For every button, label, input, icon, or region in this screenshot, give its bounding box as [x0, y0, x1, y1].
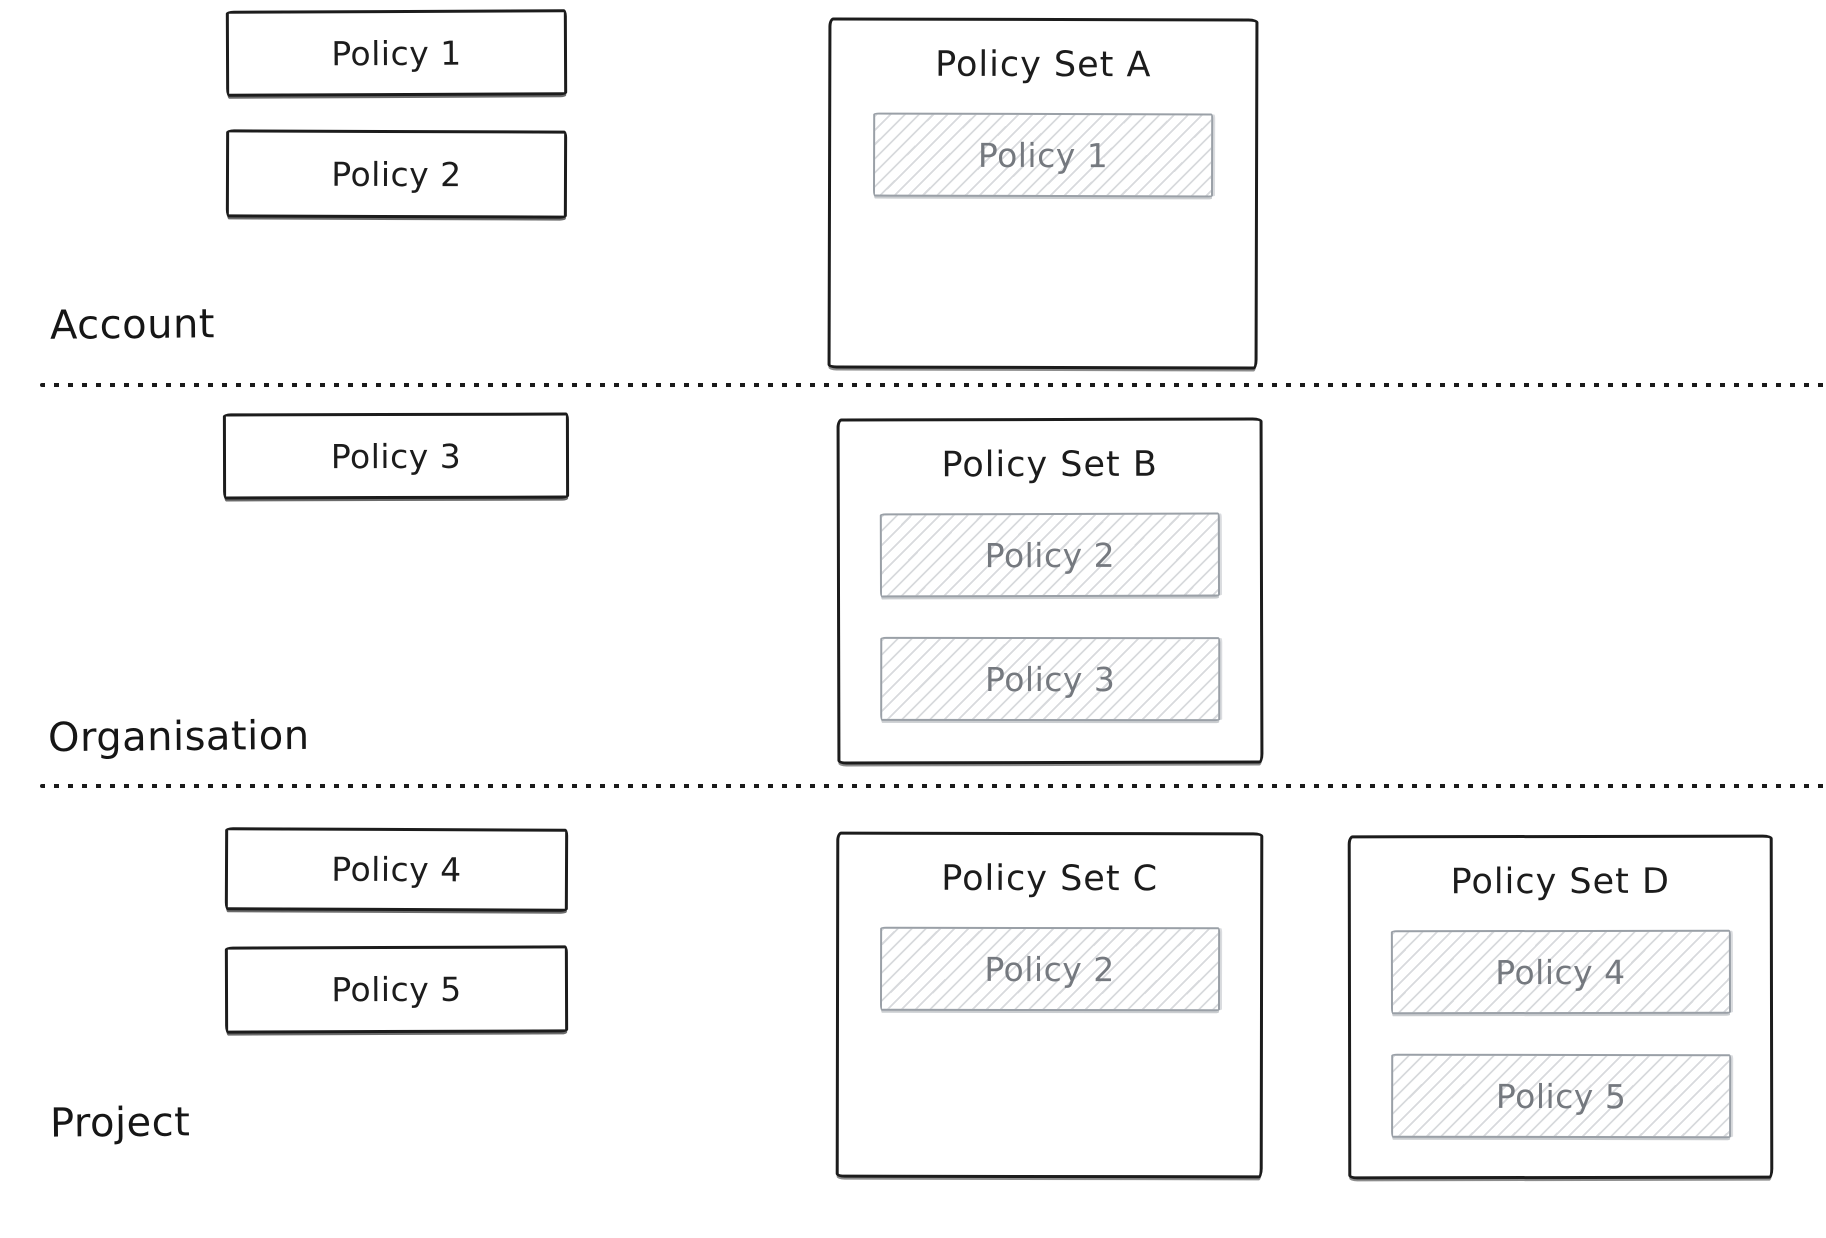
policy-box-3: Policy 3 — [222, 412, 570, 500]
policy-set-title: Policy Set B — [941, 444, 1158, 486]
policy-set-members: Policy 2 — [839, 926, 1260, 1012]
tier-label-project: Project — [49, 1099, 191, 1147]
policy-box-label: Policy 4 — [331, 849, 462, 890]
policy-set-member-label: Policy 3 — [984, 659, 1116, 699]
policy-set-members: Policy 2 Policy 3 — [840, 512, 1261, 722]
policy-set-member: Policy 2 — [879, 512, 1221, 598]
policy-set-title: Policy Set D — [1450, 861, 1670, 903]
policy-box-label: Policy 3 — [330, 436, 462, 476]
policy-set-title: Policy Set C — [941, 858, 1159, 900]
policy-set-members: Policy 1 — [831, 112, 1255, 198]
policy-box-4: Policy 4 — [224, 827, 569, 912]
policy-set-member: Policy 4 — [1390, 929, 1731, 1015]
policy-box-label: Policy 2 — [331, 154, 462, 194]
policy-box-label: Policy 1 — [331, 33, 462, 73]
policy-set-member: Policy 5 — [1390, 1053, 1731, 1139]
policy-set-d: Policy Set D Policy 4 Policy 5 — [1347, 834, 1774, 1180]
tier-divider — [40, 383, 1826, 387]
policy-set-b: Policy Set B Policy 2 Policy 3 — [836, 417, 1264, 765]
tier-divider — [40, 784, 1826, 788]
policy-set-member-label: Policy 2 — [984, 949, 1115, 989]
policy-box-2: Policy 2 — [225, 129, 568, 219]
policy-box-5: Policy 5 — [224, 945, 569, 1034]
policy-set-title: Policy Set A — [935, 44, 1152, 86]
policy-set-member: Policy 1 — [872, 112, 1214, 198]
tier-label-organisation: Organisation — [47, 712, 310, 762]
policy-set-member: Policy 2 — [879, 926, 1220, 1012]
policy-set-member-label: Policy 1 — [977, 135, 1109, 175]
policy-set-a: Policy Set A Policy 1 — [827, 17, 1259, 370]
policy-set-member-label: Policy 5 — [1495, 1076, 1626, 1116]
policy-set-members: Policy 4 Policy 5 — [1351, 929, 1770, 1139]
policy-box-label: Policy 5 — [331, 969, 462, 1010]
policy-box-1: Policy 1 — [225, 9, 568, 97]
policy-set-member: Policy 3 — [880, 636, 1221, 722]
policy-set-c: Policy Set C Policy 2 — [835, 831, 1264, 1179]
policy-set-member-label: Policy 4 — [1495, 952, 1626, 992]
policy-set-member-label: Policy 2 — [984, 535, 1116, 575]
tier-label-account: Account — [49, 301, 216, 349]
